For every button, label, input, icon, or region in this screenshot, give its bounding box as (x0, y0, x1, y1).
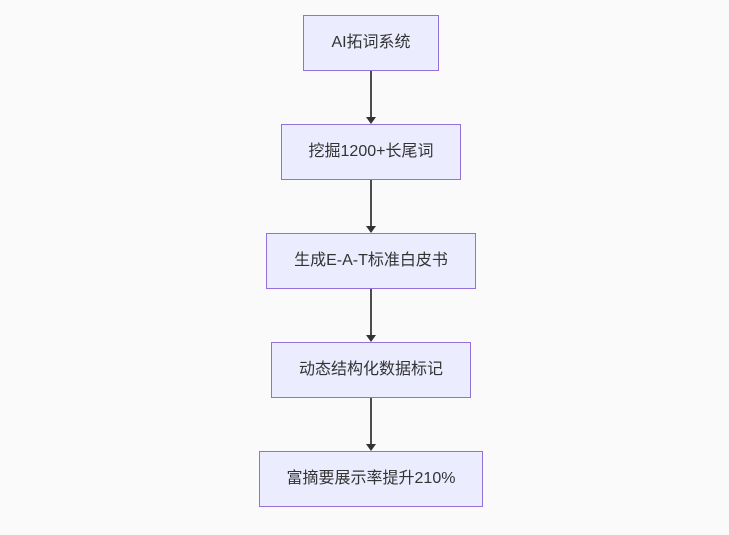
arrow-line (370, 180, 372, 226)
node-label-step-1: AI拓词系统 (331, 34, 411, 52)
node-label-step-5: 富摘要展示率提升210% (286, 470, 456, 488)
arrow-head-down-icon (366, 117, 376, 124)
arrow-line (370, 398, 372, 444)
flow-arrow-1 (365, 71, 377, 124)
arrow-head-down-icon (366, 444, 376, 451)
node-label-step-2: 挖掘1200+长尾词 (308, 143, 434, 161)
flowchart-node-step-5: 富摘要展示率提升210% (258, 451, 484, 507)
flow-arrow-3 (365, 289, 377, 342)
flow-arrow-4 (365, 398, 377, 451)
flow-arrow-2 (365, 180, 377, 233)
flowchart-node-step-1: AI拓词系统 (303, 15, 439, 71)
node-label-step-4: 动态结构化数据标记 (298, 361, 443, 379)
arrow-head-down-icon (366, 335, 376, 342)
arrow-head-down-icon (366, 226, 376, 233)
flowchart-node-step-3: 生成E-A-T标准白皮书 (266, 233, 476, 289)
flowchart-node-step-2: 挖掘1200+长尾词 (280, 124, 462, 180)
arrow-line (370, 289, 372, 335)
node-label-step-3: 生成E-A-T标准白皮书 (294, 252, 448, 270)
flowchart-node-step-4: 动态结构化数据标记 (270, 342, 471, 398)
arrow-line (370, 71, 372, 117)
